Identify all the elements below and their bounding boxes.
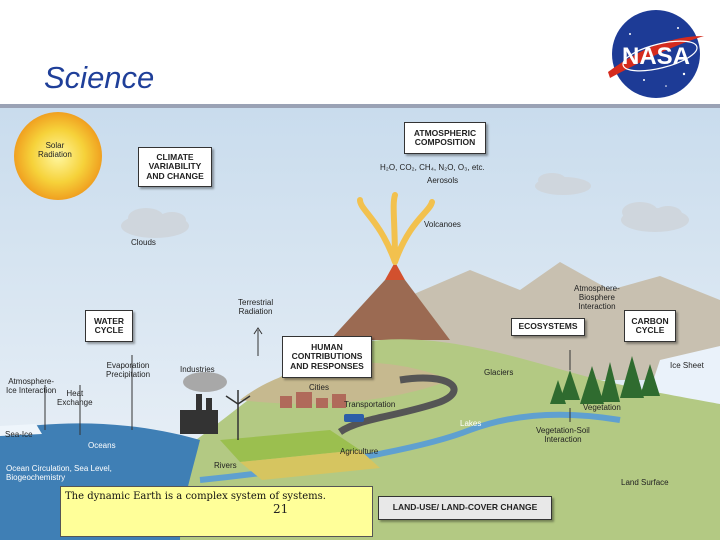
atmosphere-biosphere-label: Atmosphere- Biosphere Interaction bbox=[574, 284, 620, 311]
eruption-plume bbox=[357, 192, 435, 265]
lakes-label: Lakes bbox=[460, 419, 482, 428]
page-number: 21 bbox=[273, 502, 289, 516]
solar-radiation-label: Solar Radiation bbox=[38, 141, 72, 159]
arrows bbox=[44, 327, 571, 435]
sea-ice-label: Sea-Ice bbox=[5, 430, 33, 439]
land-use-box: LAND-USE/ LAND-COVER CHANGE bbox=[378, 496, 552, 520]
volcano bbox=[330, 280, 450, 340]
road bbox=[337, 374, 458, 435]
glaciers-label: Glaciers bbox=[484, 368, 514, 377]
clouds-label: Clouds bbox=[131, 238, 156, 247]
cloud-right-upper bbox=[535, 173, 591, 195]
aerosols-label: Aerosols bbox=[427, 176, 459, 185]
title-divider bbox=[0, 104, 720, 108]
atmosphere-ice-label: Atmosphere- Ice Interaction bbox=[6, 377, 57, 395]
svg-text:NASA: NASA bbox=[622, 43, 690, 70]
cloud-right bbox=[621, 202, 689, 232]
cloud-left bbox=[121, 208, 189, 238]
nasa-logo: NASA bbox=[608, 10, 704, 98]
land-surface-label: Land Surface bbox=[621, 478, 669, 487]
industry bbox=[180, 372, 227, 434]
sea-ice bbox=[0, 424, 42, 436]
rivers-label: Rivers bbox=[214, 461, 237, 470]
evaporation-label: Evaporation Precipitation bbox=[106, 361, 151, 379]
vegetation-label: Vegetation bbox=[583, 403, 621, 412]
agriculture-label: Agriculture bbox=[340, 447, 379, 456]
gases-label: H₂O, CO₂, CH₄, N₂O, O₃, etc. bbox=[380, 163, 485, 172]
car bbox=[344, 414, 364, 422]
atmospheric-composition-box: ATMOSPHERIC COMPOSITION bbox=[404, 122, 486, 154]
ocean-circulation-label: Ocean Circulation, Sea Level, Biogeochem… bbox=[6, 464, 112, 482]
agriculture-fields bbox=[220, 430, 360, 462]
volcanoes-label: Volcanoes bbox=[424, 220, 461, 229]
heat-exchange-label: Heat Exchange bbox=[57, 389, 93, 407]
transportation-label: Transportation bbox=[344, 400, 396, 409]
human-contributions-box: HUMAN CONTRIBUTIONS AND RESPONSES bbox=[282, 336, 372, 378]
vegetation-soil-label: Vegetation-Soil Interaction bbox=[536, 426, 590, 444]
climate-variability-box: CLIMATE VARIABILITY AND CHANGE bbox=[138, 147, 212, 187]
caption-box: The dynamic Earth is a complex system of… bbox=[60, 486, 373, 537]
industries-label: Industries bbox=[180, 365, 215, 374]
slide-title: Science bbox=[44, 60, 155, 95]
carbon-cycle-box: CARBON CYCLE bbox=[624, 310, 676, 342]
terrestrial-radiation-label: Terrestrial Radiation bbox=[238, 298, 274, 316]
city bbox=[280, 392, 346, 408]
cities-label: Cities bbox=[309, 383, 330, 392]
caption-text: The dynamic Earth is a complex system of… bbox=[65, 491, 326, 502]
wind-turbine bbox=[225, 390, 251, 440]
ice-sheet-label: Ice Sheet bbox=[670, 361, 704, 370]
sun bbox=[14, 112, 102, 200]
oceans-label: Oceans bbox=[88, 441, 116, 450]
water-cycle-box: WATER CYCLE bbox=[85, 310, 133, 342]
ecosystems-box: ECOSYSTEMS bbox=[511, 318, 585, 336]
forest bbox=[550, 356, 660, 404]
